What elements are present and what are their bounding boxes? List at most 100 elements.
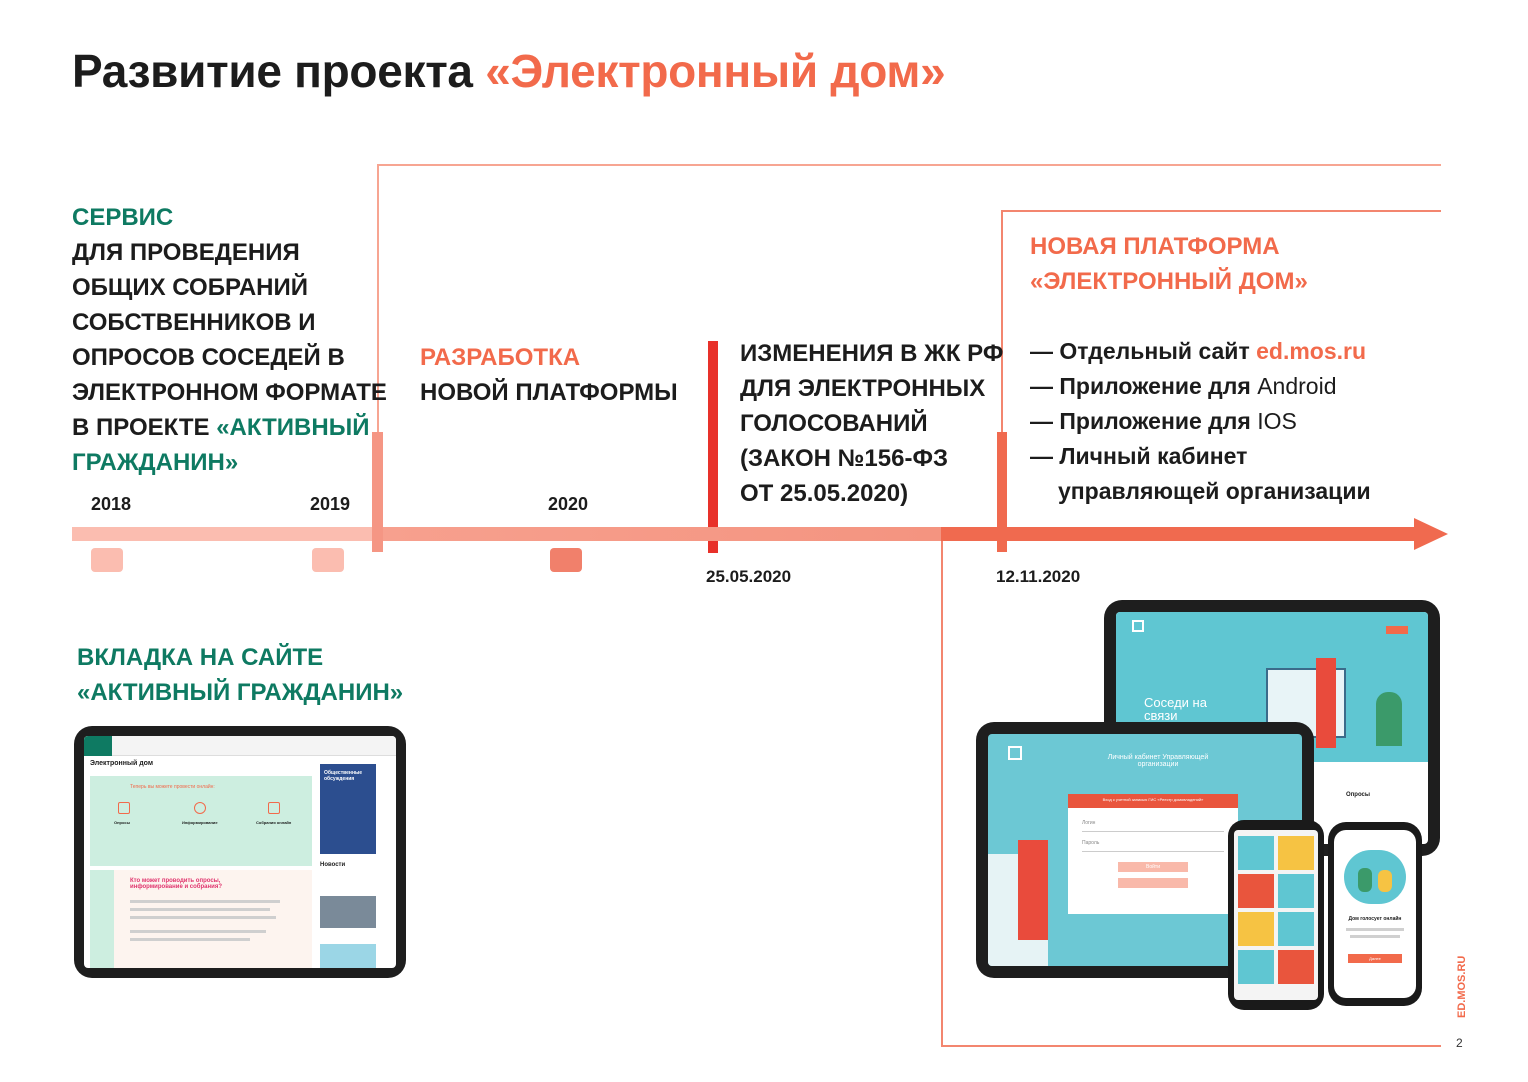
list-item: — Личный кабинет — [1030, 439, 1371, 474]
year-label: 2018 — [91, 494, 132, 514]
tab-block: ВКЛАДКА НА САЙТЕ «АКТИВНЫЙ ГРАЖДАНИН» — [77, 640, 403, 710]
list-item-text: — Личный кабинет — [1030, 443, 1248, 469]
people-icon — [268, 802, 280, 814]
law-block: ИЗМЕНЕНИЯ В ЖК РФ ДЛЯ ЭЛЕКТРОННЫХ ГОЛОСО… — [740, 336, 1003, 511]
law-line: ИЗМЕНЕНИЯ В ЖК РФ — [740, 340, 1004, 367]
register-button[interactable] — [1118, 878, 1188, 888]
list-item-text: — Приложение для — [1030, 373, 1258, 399]
service-line: СОБСТВЕННИКОВ И — [72, 309, 316, 336]
app-tile[interactable] — [1238, 836, 1274, 870]
ag-news-image — [320, 944, 376, 968]
list-item: управляющей организации — [1030, 474, 1371, 509]
service-line: В ПРОЕКТЕ «АКТИВНЫЙ — [72, 410, 387, 445]
list-item-extra: Android — [1257, 373, 1337, 399]
phone-ios-screen: Дом голосует онлайн Далее — [1334, 830, 1416, 998]
clipboard-icon — [118, 802, 130, 814]
app-tile[interactable] — [1278, 950, 1314, 984]
ed-logo-icon — [1132, 620, 1144, 632]
cabinet-building-red — [1018, 840, 1048, 940]
list-item-link: ed.mos.ru — [1256, 338, 1367, 364]
ag-col: Опросы — [114, 820, 131, 825]
ag-panel: Теперь вы можете провести онлайн: Опросы… — [90, 776, 312, 866]
list-item-text: — Приложение для — [1030, 408, 1258, 434]
list-item: — Приложение для IOS — [1030, 404, 1371, 439]
ag-who-panel: Кто может проводить опросы, информирован… — [90, 870, 312, 968]
new-platform-heading: НОВАЯ ПЛАТФОРМА «ЭЛЕКТРОННЫЙ ДОМ» — [1030, 229, 1308, 299]
ed-house-roof — [1316, 658, 1336, 748]
frame-new-top — [1001, 210, 1441, 212]
app-tile[interactable] — [1278, 912, 1314, 946]
frame-dev-top — [377, 164, 1441, 166]
year-marker — [550, 548, 582, 572]
law-line: ДЛЯ ЭЛЕКТРОННЫХ — [740, 375, 986, 402]
ag-logo-icon — [84, 736, 112, 756]
list-item-text: — Отдельный сайт — [1030, 338, 1257, 364]
list-item: — Приложение для Android — [1030, 369, 1371, 404]
phone-text-line — [1350, 935, 1400, 938]
ag-who-strip — [90, 870, 114, 968]
phone-android — [1228, 820, 1324, 1010]
ed-login-button[interactable] — [1386, 626, 1408, 634]
ag-text-line — [130, 930, 266, 933]
login-field[interactable]: Логин — [1082, 820, 1224, 832]
phone-next-button[interactable]: Далее — [1348, 954, 1402, 963]
app-tile[interactable] — [1238, 950, 1274, 984]
ed-tree — [1376, 692, 1402, 746]
new-line: «ЭЛЕКТРОННЫЙ ДОМ» — [1030, 268, 1308, 295]
timeline-segment — [378, 527, 941, 541]
ag-panel-heading: Теперь вы можете провести онлайн: — [130, 784, 215, 790]
law-line: (ЗАКОН №156-ФЗ — [740, 445, 948, 472]
ag-text-line — [130, 908, 270, 911]
ag-side-news: Новости — [320, 862, 346, 868]
list-item-text: управляющей организации — [1058, 478, 1371, 504]
year-label: 2020 — [548, 494, 589, 514]
side-url: ED.MOS.RU — [1456, 955, 1468, 1018]
dev-line: РАЗРАБОТКА — [420, 344, 581, 371]
list-item-extra: IOS — [1257, 408, 1297, 434]
app-tile[interactable] — [1278, 874, 1314, 908]
service-block: СЕРВИС ДЛЯ ПРОВЕДЕНИЯ ОБЩИХ СОБРАНИЙ СОБ… — [72, 200, 387, 480]
service-line: ДЛЯ ПРОВЕДЕНИЯ — [72, 239, 300, 266]
ag-who-heading: Кто может проводить опросы, информирован… — [130, 878, 222, 890]
service-line-b: «АКТИВНЫЙ — [216, 414, 370, 441]
service-line: СЕРВИС — [72, 204, 174, 231]
frame-new-left — [1001, 210, 1003, 432]
phone-ios: Дом голосует онлайн Далее — [1328, 822, 1422, 1006]
page-title: Развитие проекта «Электронный дом» — [72, 44, 946, 98]
year-marker — [91, 548, 123, 572]
dev-line: НОВОЙ ПЛАТФОРМЫ — [420, 379, 678, 406]
service-line: ЭЛЕКТРОННОМ ФОРМАТЕ — [72, 379, 387, 406]
ag-text-line — [130, 900, 280, 903]
ag-col: Собрания онлайн — [256, 820, 292, 825]
frame-dev-left — [377, 164, 379, 432]
timeline-arrow-icon — [1414, 518, 1448, 550]
timeline-segment — [941, 527, 1421, 541]
tablet-ag: Электронный дом Теперь вы можете провест… — [74, 726, 406, 978]
ed-hero-text: Соседи на связи — [1144, 695, 1207, 723]
law-line: ГОЛОСОВАНИЙ — [740, 410, 928, 437]
tablet-ag-screen: Электронный дом Теперь вы можете провест… — [84, 736, 396, 968]
ag-side-title: Общественные обсуждения — [324, 770, 363, 782]
tab-line: «АКТИВНЫЙ ГРАЖДАНИН» — [77, 679, 404, 706]
app-tile[interactable] — [1278, 836, 1314, 870]
app-tile[interactable] — [1238, 874, 1274, 908]
ag-nav — [84, 736, 396, 756]
service-line: ОПРОСОВ СОСЕДЕЙ В — [72, 344, 345, 371]
cabinet-login-header — [1068, 794, 1238, 808]
date-label: 25.05.2020 — [706, 567, 792, 586]
ag-side-banner: Общественные обсуждения — [320, 764, 376, 854]
timeline-segment — [72, 527, 378, 541]
new-line: НОВАЯ ПЛАТФОРМА — [1030, 233, 1280, 260]
login-button[interactable]: Войти — [1118, 862, 1188, 872]
page-number: 2 — [1456, 1036, 1463, 1050]
password-field[interactable]: Пароль — [1082, 840, 1224, 852]
law-line: ОТ 25.05.2020) — [740, 480, 909, 507]
tab-line: ВКЛАДКА НА САЙТЕ — [77, 644, 324, 671]
ag-text-line — [130, 916, 276, 919]
date-label: 12.11.2020 — [996, 567, 1081, 586]
cabinet-login-card: Вход с учетной записью ГИС «Реестр домов… — [1068, 794, 1238, 914]
app-tile[interactable] — [1238, 912, 1274, 946]
service-line: ГРАЖДАНИН» — [72, 449, 239, 476]
new-platform-list: — Отдельный сайт ed.mos.ru — Приложение … — [1030, 334, 1371, 509]
dev-block: РАЗРАБОТКА НОВОЙ ПЛАТФОРМЫ — [420, 340, 678, 410]
